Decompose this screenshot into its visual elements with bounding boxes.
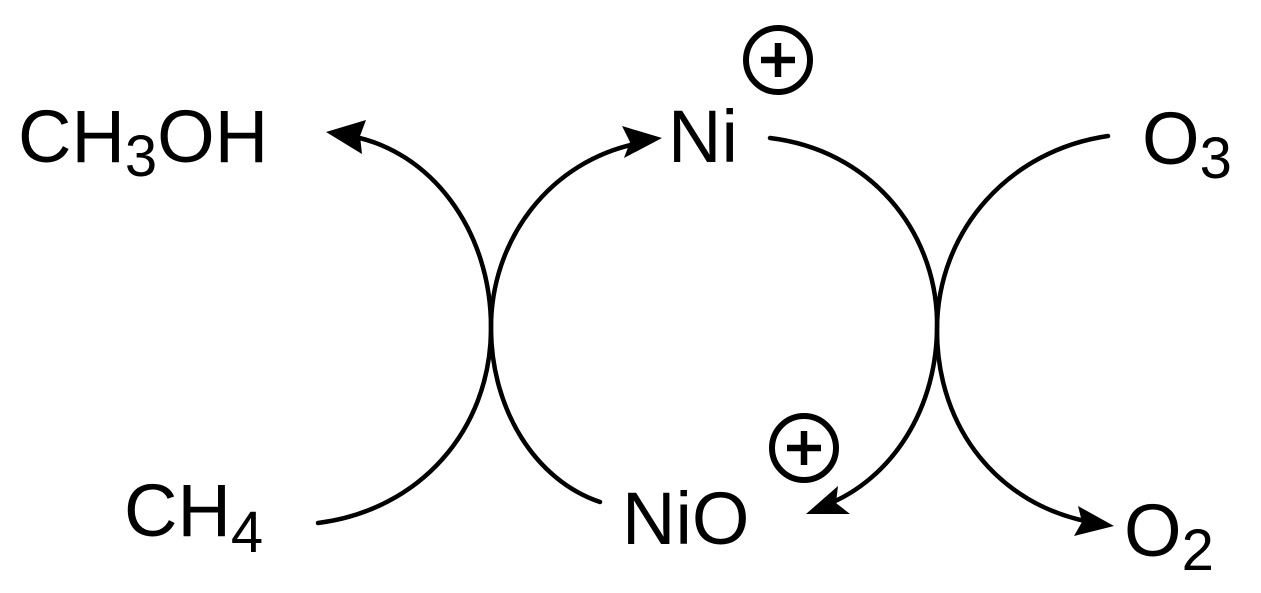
arrowhead-icon — [806, 486, 850, 514]
methane-subscript: 4 — [231, 500, 263, 565]
methane-to-methanol-arrow — [315, 133, 494, 526]
methanol-label: CH3OH — [18, 95, 268, 189]
arrowhead-icon — [622, 126, 662, 158]
methanol-subscript: 3 — [125, 124, 157, 189]
nickel-oxide-to-nickel-arrow — [488, 140, 643, 505]
circled-plus-icon — [743, 25, 813, 95]
ozone-label: O3 — [1142, 97, 1232, 191]
ozone-to-oxygen-arrow — [934, 133, 1111, 525]
nickel-cation-label: Ni — [668, 95, 738, 178]
methanol-tail: OH — [157, 95, 268, 178]
ozone-subscript: 3 — [1200, 126, 1232, 191]
oxygen-subscript: 2 — [1182, 518, 1214, 583]
oxygen-label: O2 — [1124, 489, 1214, 583]
circled-plus-icon — [769, 413, 839, 483]
nickel-oxide-cation-label: NiO — [622, 477, 749, 560]
arrowhead-icon — [326, 120, 366, 154]
arrowhead-icon — [1074, 506, 1114, 536]
methane-label: CH4 — [124, 469, 263, 565]
